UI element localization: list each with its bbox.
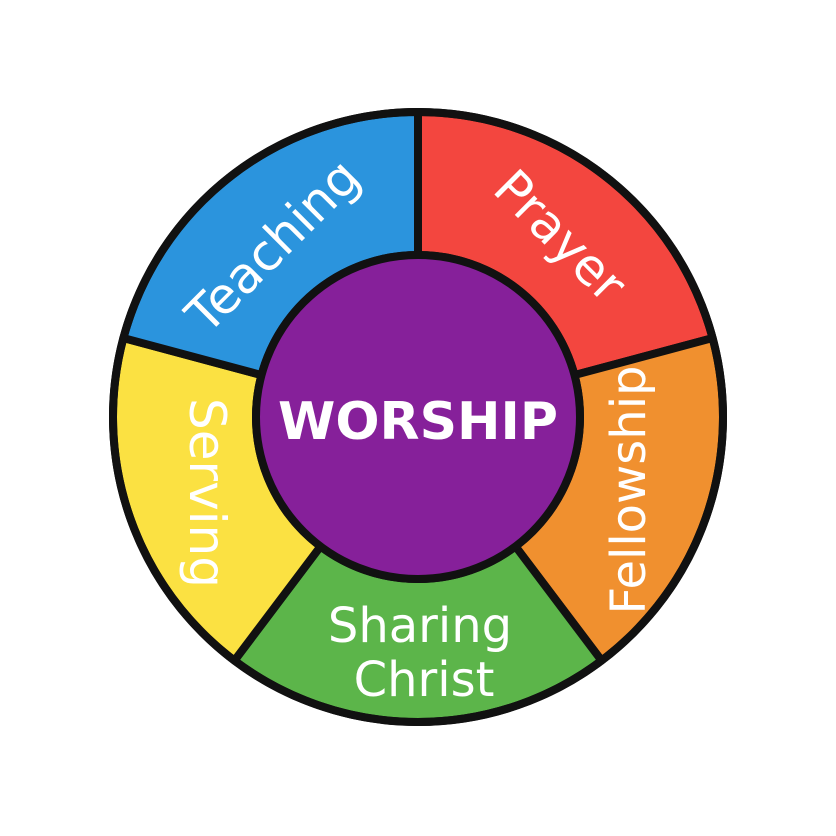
center-circle — [252, 251, 584, 583]
segment-label-fellowship: Fellowship — [601, 365, 657, 614]
segment-label-sharing-line2: Christ — [354, 652, 495, 708]
segment-label-sharing-line1: Sharing — [328, 598, 512, 654]
segment-label-serving: Serving — [178, 398, 236, 588]
center-label: WORSHIP — [278, 392, 558, 452]
outer-ring — [109, 108, 727, 726]
